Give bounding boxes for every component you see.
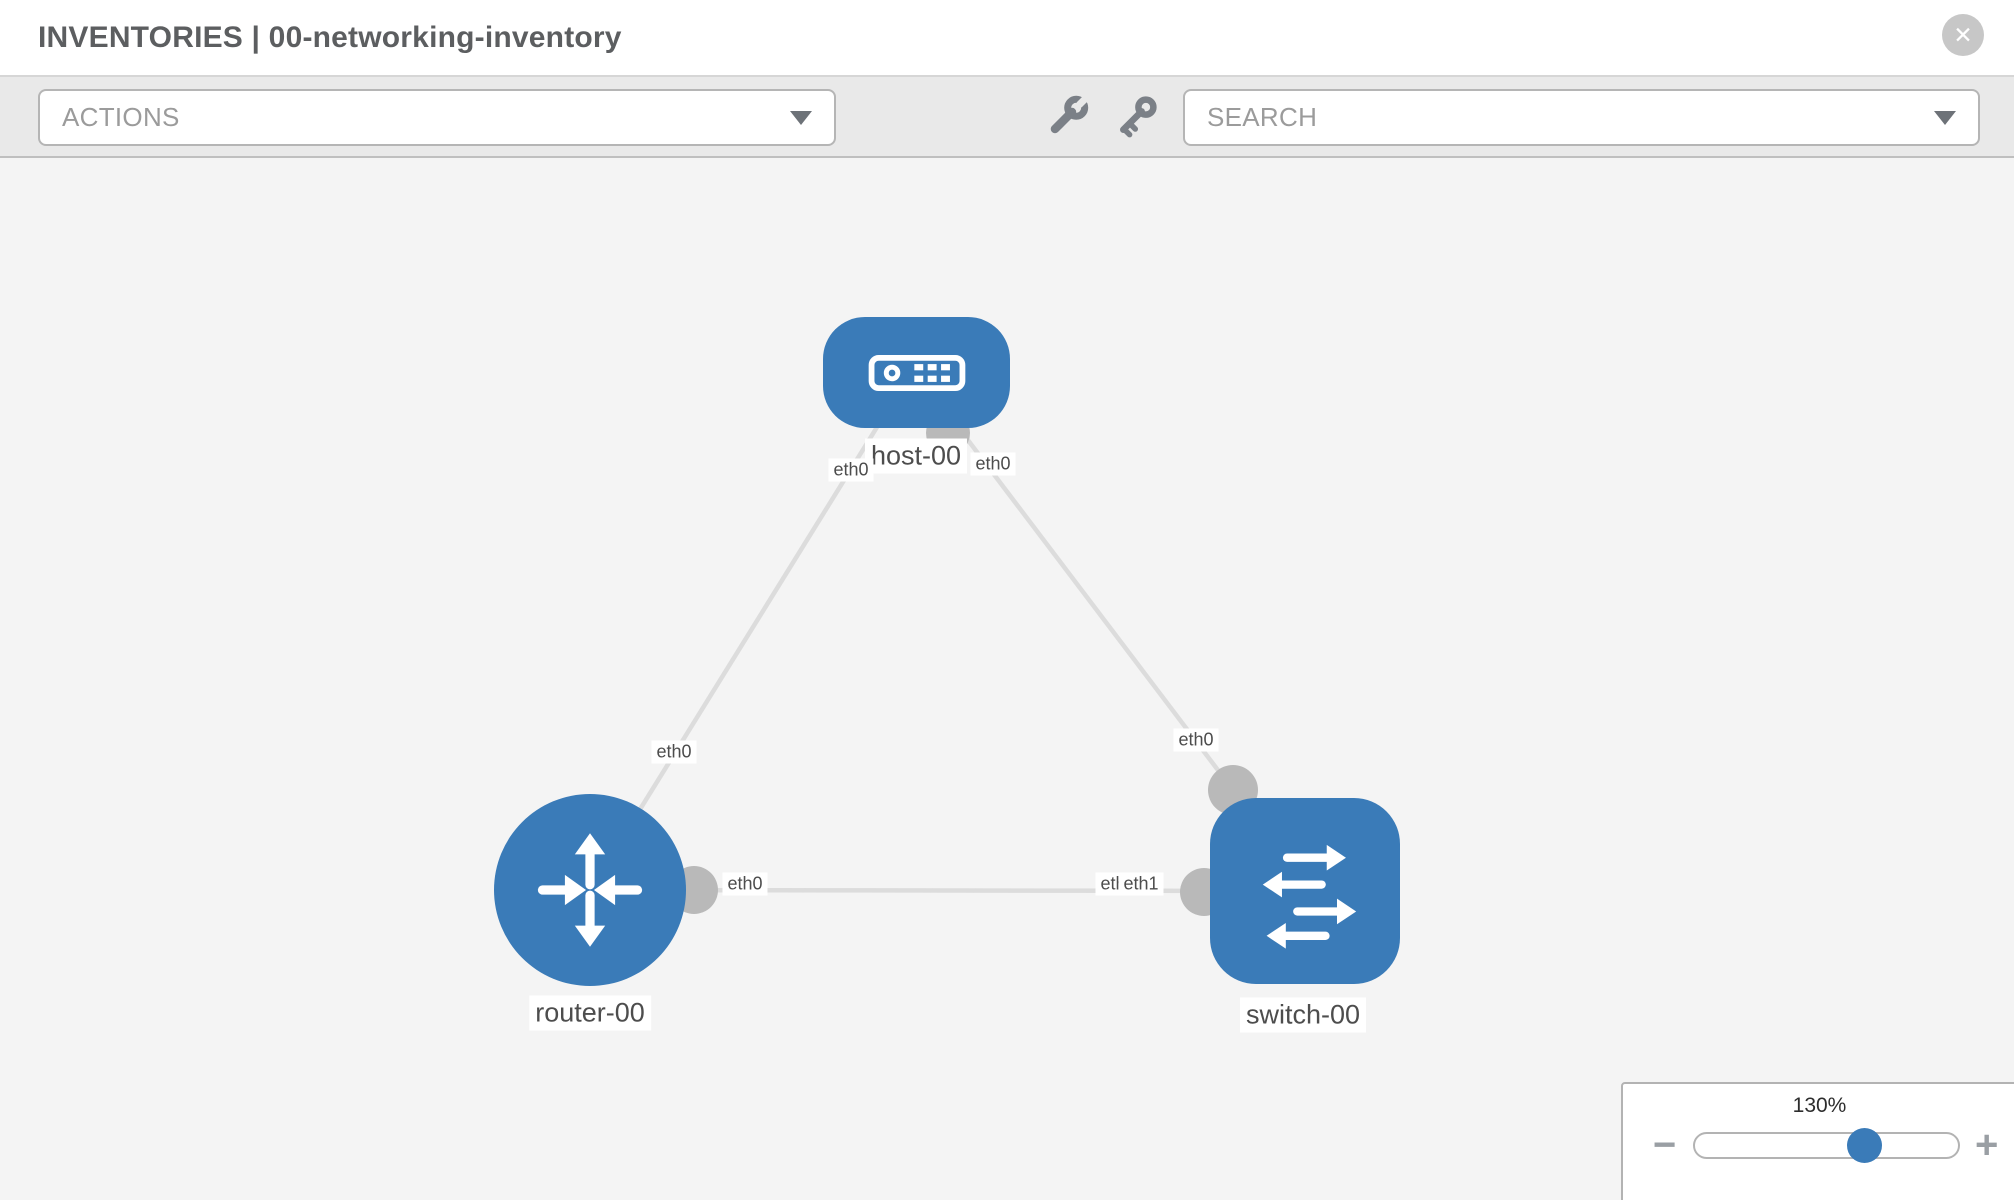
header-bar: INVENTORIES | 00-networking-inventory ✕ [0,0,2014,75]
key-icon [1120,96,1157,138]
toolbar: ACTIONS SEARCH [0,75,2014,158]
zoom-slider-track[interactable] [1693,1132,1960,1159]
topology-canvas[interactable]: host-00 router-00 switch-00 eth0 eth0 et… [0,158,2014,1200]
close-button[interactable]: ✕ [1942,14,1984,56]
actions-dropdown[interactable]: ACTIONS [38,89,836,146]
topology-edges-layer [588,388,1303,916]
node-host-00[interactable] [823,317,1010,428]
search-dropdown[interactable]: SEARCH [1183,89,1980,146]
node-switch-00[interactable] [1210,798,1400,984]
router-arrows-icon [537,833,643,947]
node-label-switch-00: switch-00 [1239,997,1367,1033]
zoom-percent-label: 130% [1792,1094,1847,1117]
node-label-router-00: router-00 [529,995,651,1031]
zoom-in-button[interactable]: + [1975,1123,1999,1167]
zoom-slider-handle[interactable] [1847,1128,1882,1163]
switch-arrows-icon [1262,844,1357,949]
zoom-control-panel: 130% − + [1621,1082,2014,1200]
chevron-down-icon [790,110,812,125]
node-router-00[interactable] [494,794,686,986]
interface-label-eth0-host-left: eth0 [828,458,874,482]
node-label-host-00: host-00 [864,438,968,474]
chevron-down-icon [1934,110,1956,125]
page-title: INVENTORIES | 00-networking-inventory [38,21,622,54]
actions-dropdown-label: ACTIONS [62,102,180,132]
interface-label-eth0-router-right: eth0 [722,872,768,896]
interface-label-eth0-switch-top: eth0 [1173,728,1219,752]
wrench-button[interactable] [1043,93,1091,141]
interface-label-eth1-switch-left: eth1 [1118,872,1164,896]
close-icon: ✕ [1953,21,1973,48]
key-button[interactable] [1112,93,1160,141]
search-dropdown-label: SEARCH [1207,102,1318,132]
interface-label-eth0-host-right: eth0 [970,452,1016,476]
server-icon [868,354,965,391]
zoom-out-button[interactable]: − [1653,1123,1677,1167]
wrench-icon [1050,95,1089,134]
interface-label-eth0-router-top: eth0 [651,740,697,764]
